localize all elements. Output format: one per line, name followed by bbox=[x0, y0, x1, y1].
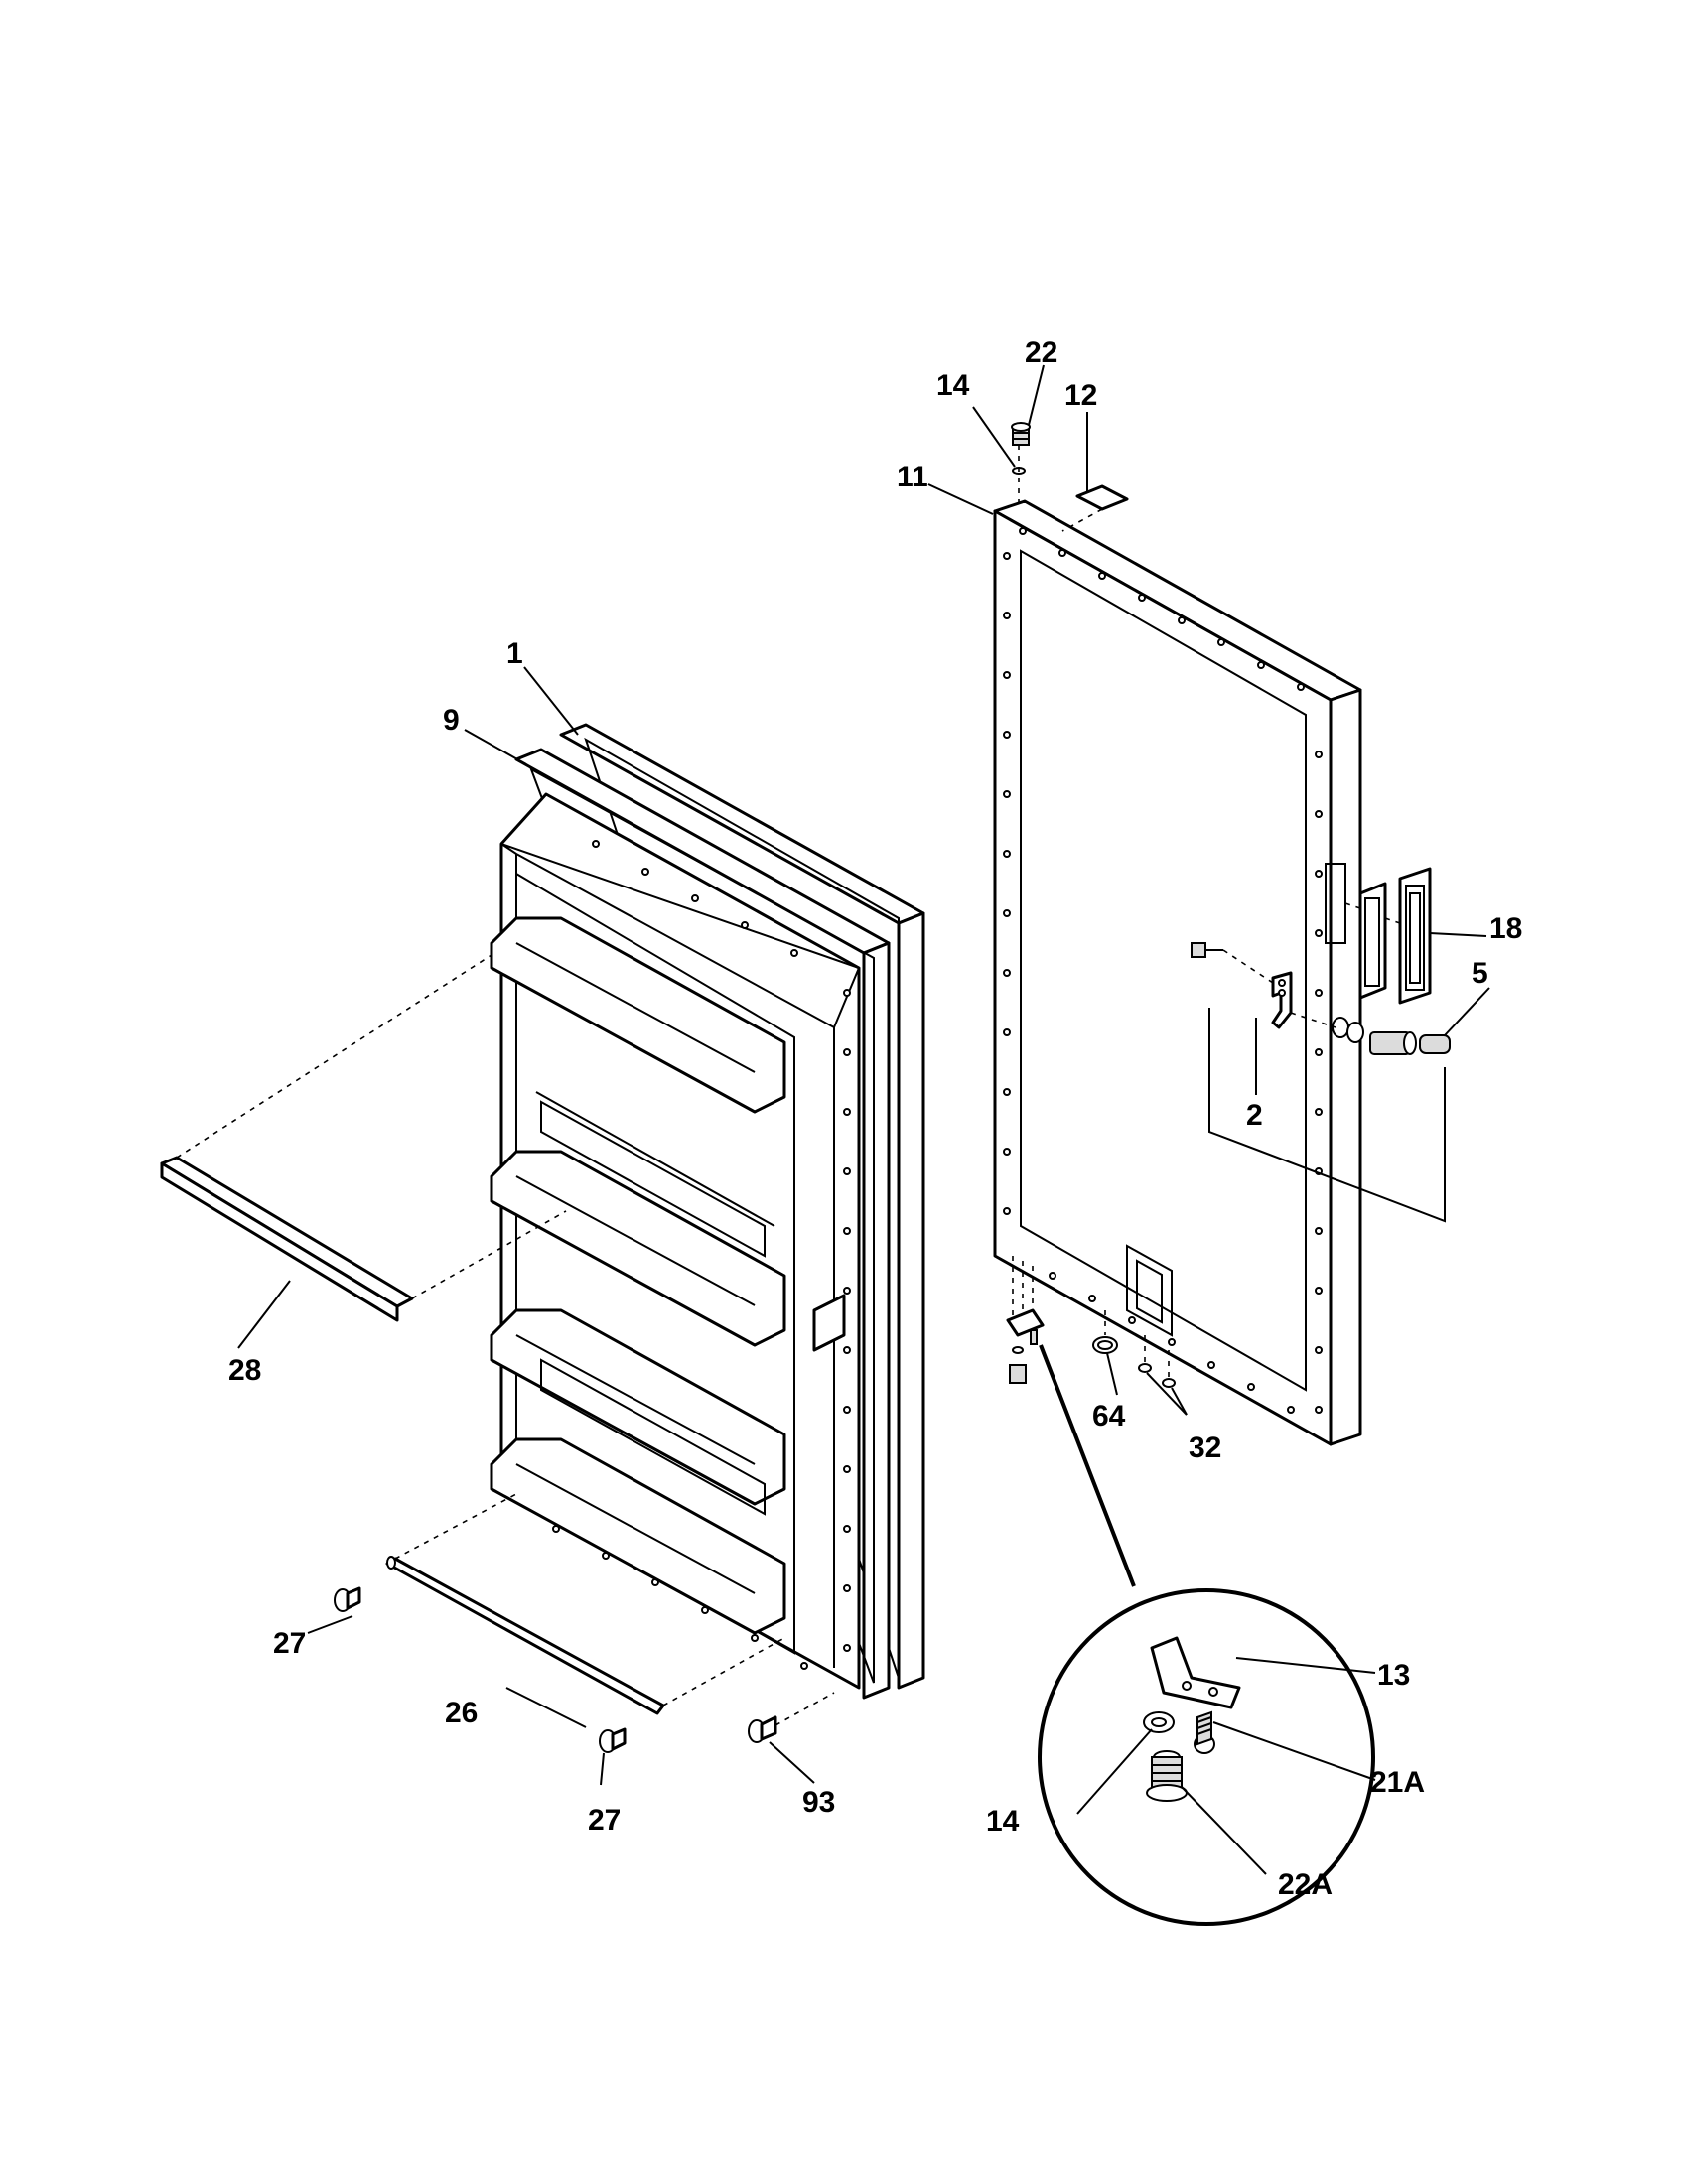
bushing-64 bbox=[1092, 1336, 1118, 1354]
callout-26: 26 bbox=[445, 1697, 478, 1729]
callout-32: 32 bbox=[1189, 1432, 1221, 1464]
door-gasket-9 bbox=[514, 748, 891, 1700]
outer-door-panel bbox=[993, 499, 1362, 1446]
label-strip-12 bbox=[1075, 484, 1129, 511]
shelf-2 bbox=[490, 1091, 786, 1347]
panel-perimeter-holes bbox=[1003, 527, 1323, 1414]
callout-2: 2 bbox=[1246, 1099, 1263, 1132]
rod-end-cap-27-left bbox=[334, 1586, 361, 1612]
callout-1: 1 bbox=[506, 637, 523, 670]
callout-64: 64 bbox=[1092, 1400, 1126, 1433]
callout-27-left: 27 bbox=[273, 1627, 306, 1660]
callout-11: 11 bbox=[897, 461, 928, 493]
callout-14-top: 14 bbox=[936, 369, 970, 402]
shelf-rail-28 bbox=[160, 1156, 414, 1322]
rod-end-cap-27-bottom bbox=[599, 1727, 627, 1753]
plugs-32 bbox=[1138, 1363, 1176, 1388]
leader-lines bbox=[237, 364, 1490, 1875]
screw-93 bbox=[748, 1715, 777, 1743]
lock-cylinder-5 bbox=[1332, 1017, 1451, 1055]
top-hinge-pin-22 bbox=[1011, 422, 1031, 446]
screw-21a bbox=[1194, 1710, 1215, 1754]
callout-93: 93 bbox=[802, 1786, 835, 1819]
washer-14-detail bbox=[1143, 1711, 1175, 1733]
hinge-pin-22a bbox=[1146, 1750, 1188, 1802]
bottom-hinge-parts bbox=[1006, 1256, 1045, 1384]
callout-9: 9 bbox=[443, 704, 460, 737]
callout-27-bottom: 27 bbox=[588, 1804, 621, 1837]
hinge-detail-view bbox=[1038, 1344, 1375, 1926]
door-handle-18 bbox=[1358, 867, 1432, 1005]
shelf-grilles bbox=[540, 1100, 766, 1516]
shelf-4 bbox=[490, 1437, 786, 1635]
callout-14-detail: 14 bbox=[986, 1805, 1020, 1838]
latch-screw bbox=[1191, 942, 1223, 958]
door-shelves bbox=[490, 916, 786, 1635]
callout-18: 18 bbox=[1489, 912, 1522, 945]
callout-13: 13 bbox=[1377, 1659, 1410, 1692]
callout-5: 5 bbox=[1472, 957, 1488, 990]
liner-holes bbox=[552, 840, 851, 1670]
callout-12: 12 bbox=[1064, 379, 1097, 412]
callout-22: 22 bbox=[1025, 337, 1057, 369]
callout-22a: 22A bbox=[1278, 1868, 1333, 1901]
callout-21a: 21A bbox=[1370, 1766, 1425, 1799]
hinge-bracket-13 bbox=[1150, 1636, 1241, 1709]
callout-28: 28 bbox=[228, 1354, 261, 1387]
shelf-rod-26 bbox=[385, 1556, 665, 1715]
shelf-1 bbox=[490, 916, 786, 1114]
latch-bracket-2 bbox=[1271, 971, 1293, 1029]
callouts: 1 9 11 12 22 14 18 5 2 64 32 13 21A 14 2… bbox=[228, 337, 1522, 1901]
